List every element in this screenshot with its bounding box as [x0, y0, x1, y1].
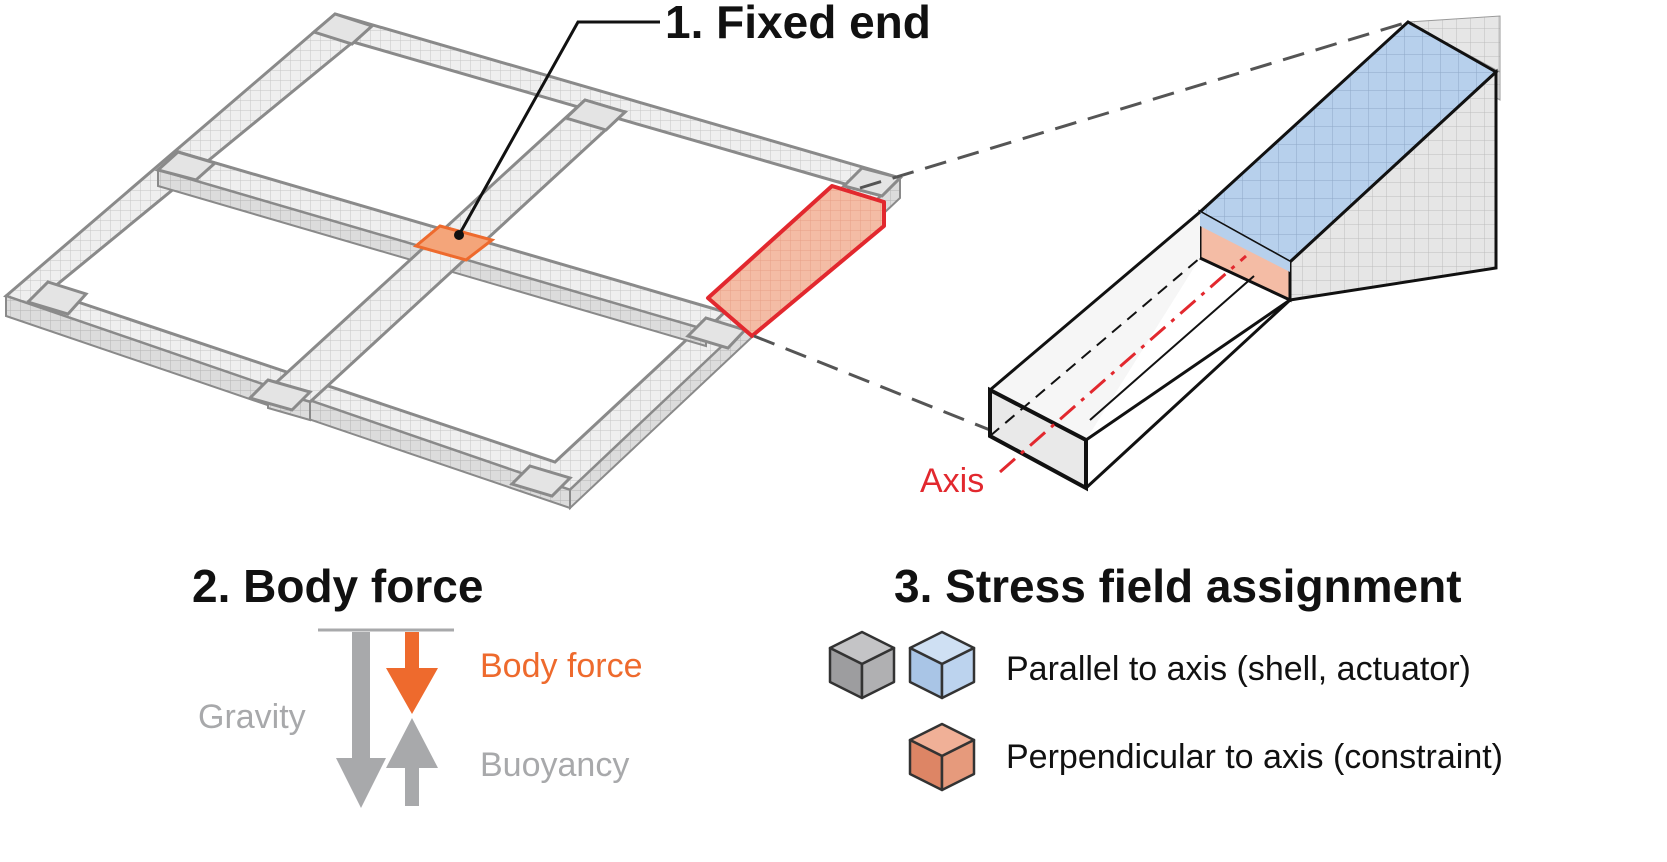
zoom-line-bottom — [753, 334, 991, 432]
highlighted-beam-segment — [706, 184, 886, 338]
gravity-label: Gravity — [198, 698, 306, 736]
salmon-cube-icon — [908, 722, 976, 792]
gravity-arrow — [336, 632, 386, 808]
beam-transparent-box — [990, 212, 1200, 440]
zoomed-beam — [988, 15, 1501, 492]
buoyancy-label: Buoyancy — [480, 746, 629, 784]
lattice-structure — [3, 12, 903, 511]
body-force-arrow — [386, 632, 438, 714]
zoom-line-top — [859, 20, 1409, 190]
stress-field-title: 3. Stress field assignment — [894, 560, 1462, 612]
beam-axis-line — [999, 254, 1247, 474]
buoyancy-arrow — [386, 718, 438, 806]
fixed-end-label: 1. Fixed end — [665, 0, 931, 48]
body-force-label: Body force — [480, 647, 643, 685]
perpendicular-label: Perpendicular to axis (constraint) — [1006, 738, 1503, 776]
axis-label: Axis — [920, 462, 984, 500]
blue-cube-icon — [908, 630, 976, 700]
parallel-label: Parallel to axis (shell, actuator) — [1006, 650, 1471, 688]
grey-cube-icon — [828, 630, 896, 700]
fixed-end-leader — [457, 20, 660, 236]
fixed-end-marker — [412, 224, 496, 262]
body-force-title: 2. Body force — [192, 560, 483, 612]
lattice-joint — [310, 12, 375, 46]
